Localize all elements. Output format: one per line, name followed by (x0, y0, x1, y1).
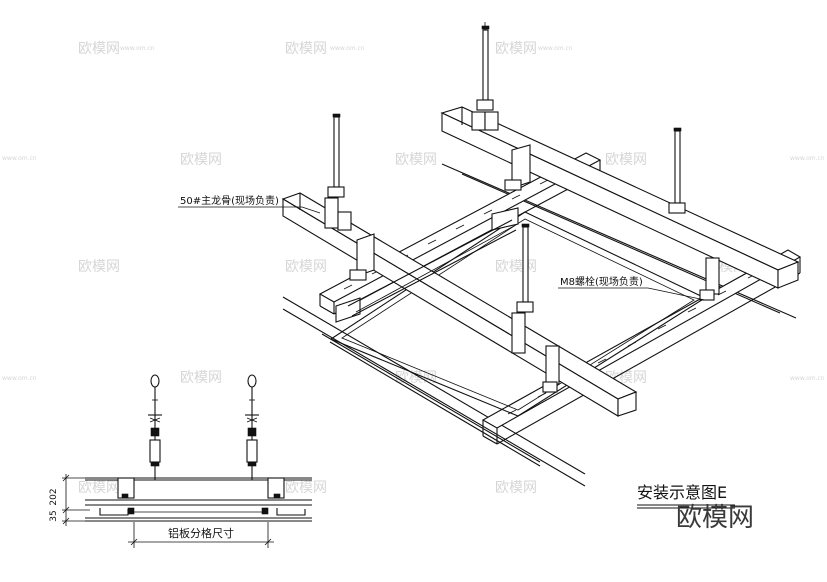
watermark-url: www.om.cn (120, 45, 155, 52)
panel-grid-label: 铝板分格尺寸 (168, 526, 234, 540)
callout-bolt: M8螺栓(现场负责) (558, 275, 706, 301)
watermark-logo: 欧模网 (285, 41, 327, 57)
cross-c-channel-right (481, 249, 802, 445)
watermark-url: www.om.cn (2, 375, 37, 382)
watermark-logo: 欧模网 (495, 259, 537, 275)
section-detail: 202 35 铝板分格尺寸 (49, 374, 312, 548)
bolt-label: M8螺栓(现场负责) (560, 275, 643, 288)
isometric-ceiling-grid (281, 22, 802, 487)
brand-logo: 欧模网 (676, 503, 754, 533)
watermark-logo: 欧模网 (495, 480, 537, 496)
section-hanger-left (148, 374, 162, 480)
inner-c-channel (347, 219, 517, 317)
section-hanger-right (245, 374, 259, 480)
main-runner-label: 50#主龙骨(现场负责) (180, 194, 279, 207)
watermark-logo: 欧模网 (285, 259, 327, 275)
hanger-3 (668, 127, 720, 301)
watermark-logo: 欧模网 (395, 152, 437, 168)
watermark-logo: 欧模网 (180, 370, 222, 386)
watermark-logo: 欧模网 (78, 259, 120, 275)
watermark-logo: 欧模网 (395, 370, 437, 386)
watermark-logo: 欧模网 (285, 480, 327, 496)
watermark-url: www.om.cn (538, 45, 573, 52)
watermark-logo: 欧模网 (78, 480, 120, 496)
dimension-202: 202 (49, 488, 59, 505)
runner-clips (335, 144, 531, 323)
watermark-logo: 欧模网 (180, 152, 222, 168)
dimension-35: 35 (49, 510, 59, 521)
panel-carrier-lines (282, 163, 797, 487)
watermark-logo: 欧模网 (605, 152, 647, 168)
watermark-url: www.om.cn (790, 155, 825, 162)
callout-main-runner: 50#主龙骨(现场负责) (178, 194, 321, 214)
watermark-url: www.om.cn (330, 45, 365, 52)
drawing-title: 安装示意图E (637, 483, 727, 502)
hanger-2 (324, 113, 352, 231)
hanger-1 (471, 22, 499, 131)
watermark-logo: 欧模网 (495, 41, 537, 57)
drawing-title-block: 安装示意图E (637, 483, 735, 509)
watermark-logo: 欧模网 (78, 41, 120, 57)
hanger-4 (511, 223, 560, 393)
watermark-url: www.om.cn (2, 155, 37, 162)
watermark-url: www.om.cn (790, 375, 825, 382)
